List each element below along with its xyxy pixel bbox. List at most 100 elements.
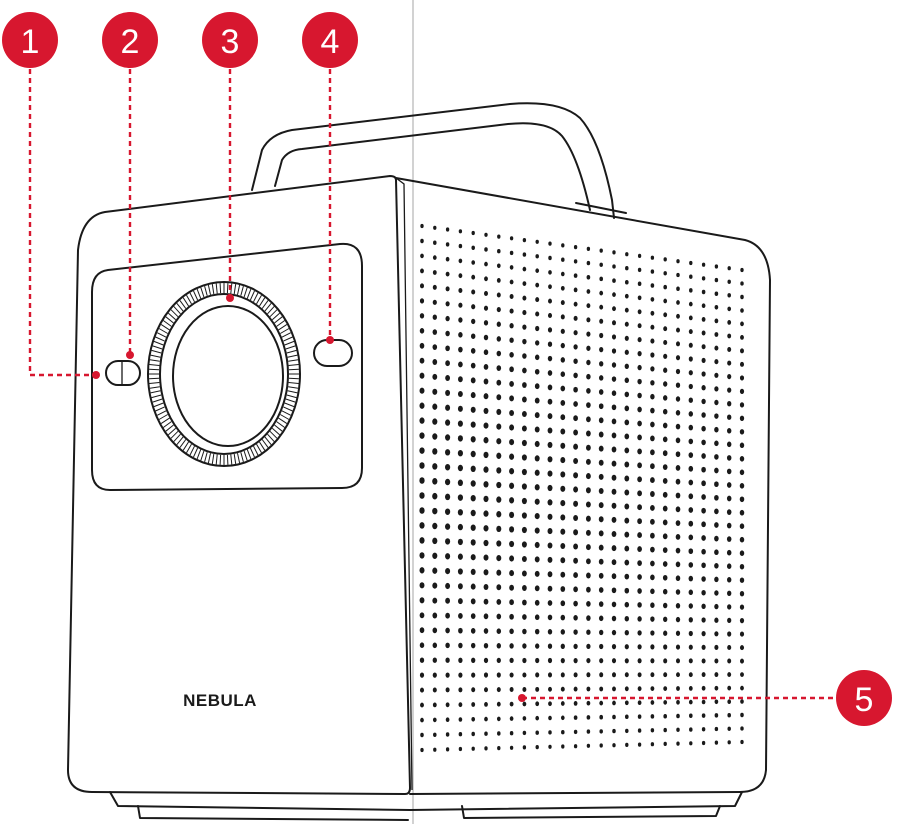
grille-hole — [727, 280, 730, 284]
grille-hole — [714, 509, 719, 515]
grille-hole — [458, 509, 463, 515]
grille-hole — [522, 469, 527, 475]
grille-hole — [676, 287, 680, 292]
grille-hole — [689, 562, 694, 568]
grille-hole — [548, 442, 553, 448]
grille-hole — [650, 325, 654, 330]
grille-hole — [651, 256, 654, 260]
grille-hole — [535, 297, 539, 302]
grille-hole — [573, 486, 578, 492]
grille-hole — [650, 449, 655, 455]
grille-hole — [574, 302, 578, 307]
grille-hole — [637, 602, 641, 608]
grille-hole — [420, 733, 424, 737]
grille-hole — [689, 617, 693, 622]
grille-hole — [574, 330, 578, 335]
grille-hole — [689, 645, 693, 650]
grille-hole — [624, 518, 629, 524]
grille-hole — [535, 629, 539, 635]
grille-hole — [459, 717, 463, 722]
grille-hole — [727, 591, 731, 596]
grille-hole — [419, 447, 424, 454]
grille-hole — [561, 272, 565, 277]
grille-hole — [638, 337, 642, 342]
grille-hole — [497, 278, 501, 283]
grille-hole — [714, 400, 718, 405]
grille-hole — [740, 375, 744, 380]
grille-hole — [701, 440, 706, 446]
grille-hole — [522, 353, 526, 359]
grille-hole — [459, 244, 463, 248]
grille-hole — [535, 470, 540, 476]
grille-hole — [573, 387, 578, 393]
grille-hole — [522, 382, 527, 388]
grille-hole — [433, 672, 437, 677]
grille-hole — [484, 276, 488, 281]
grille-hole — [560, 400, 565, 406]
grille-hole — [727, 686, 731, 691]
grille-hole — [548, 542, 553, 548]
grille-hole — [715, 305, 719, 310]
grille-hole — [637, 532, 642, 538]
grille-hole — [420, 688, 424, 693]
grille-hole — [650, 561, 655, 567]
grille-hole — [548, 499, 553, 505]
grille-hole — [676, 548, 681, 554]
grille-hole — [612, 658, 616, 663]
grille-hole — [714, 495, 719, 501]
grille-hole — [548, 514, 553, 520]
grille-hole — [471, 525, 476, 531]
grille-hole — [638, 686, 642, 691]
grille-hole — [740, 550, 744, 556]
grille-hole — [522, 614, 527, 620]
grille-hole — [586, 615, 590, 621]
grille-hole — [727, 374, 731, 379]
grille-hole — [446, 702, 450, 707]
grille-hole — [740, 564, 744, 570]
grille-hole — [458, 702, 462, 707]
grille-hole — [701, 412, 705, 418]
grille-hole — [701, 617, 705, 622]
grille-hole — [471, 702, 475, 707]
grille-hole — [740, 416, 744, 421]
grille-hole — [701, 590, 705, 596]
grille-hole — [509, 454, 514, 460]
grille-hole — [458, 628, 463, 634]
grille-hole — [727, 428, 731, 434]
grille-hole — [651, 297, 655, 302]
grille-hole — [522, 512, 527, 518]
grille-hole — [740, 591, 744, 596]
grille-hole — [535, 455, 540, 461]
grille-hole — [637, 462, 642, 468]
grille-hole — [573, 543, 578, 549]
grille-hole — [433, 628, 438, 634]
grille-hole — [446, 227, 449, 231]
grille-hole — [432, 359, 437, 365]
grille-hole — [560, 486, 565, 492]
grille-hole — [586, 487, 591, 493]
grille-hole — [522, 570, 527, 576]
grille-hole — [651, 714, 655, 719]
grille-hole — [586, 672, 590, 677]
grille-hole — [420, 298, 424, 303]
grille-hole — [714, 359, 718, 364]
grille-hole — [535, 513, 540, 519]
grille-hole — [638, 295, 642, 300]
grille-hole — [650, 644, 654, 649]
carry-handle — [252, 103, 626, 218]
grille-hole — [586, 544, 591, 550]
grille-hole — [599, 502, 604, 508]
grille-hole — [650, 588, 655, 594]
grille-hole — [548, 485, 553, 491]
grille-hole — [625, 350, 629, 355]
grille-hole — [509, 541, 514, 547]
grille-hole — [496, 394, 501, 400]
grille-hole — [727, 604, 731, 609]
grille-hole — [445, 375, 450, 381]
grille-hole — [433, 733, 437, 737]
grille-hole — [433, 702, 437, 707]
grille-hole — [471, 687, 475, 692]
grille-hole — [663, 617, 667, 622]
grille-hole — [587, 715, 591, 720]
grille-hole — [650, 616, 654, 621]
